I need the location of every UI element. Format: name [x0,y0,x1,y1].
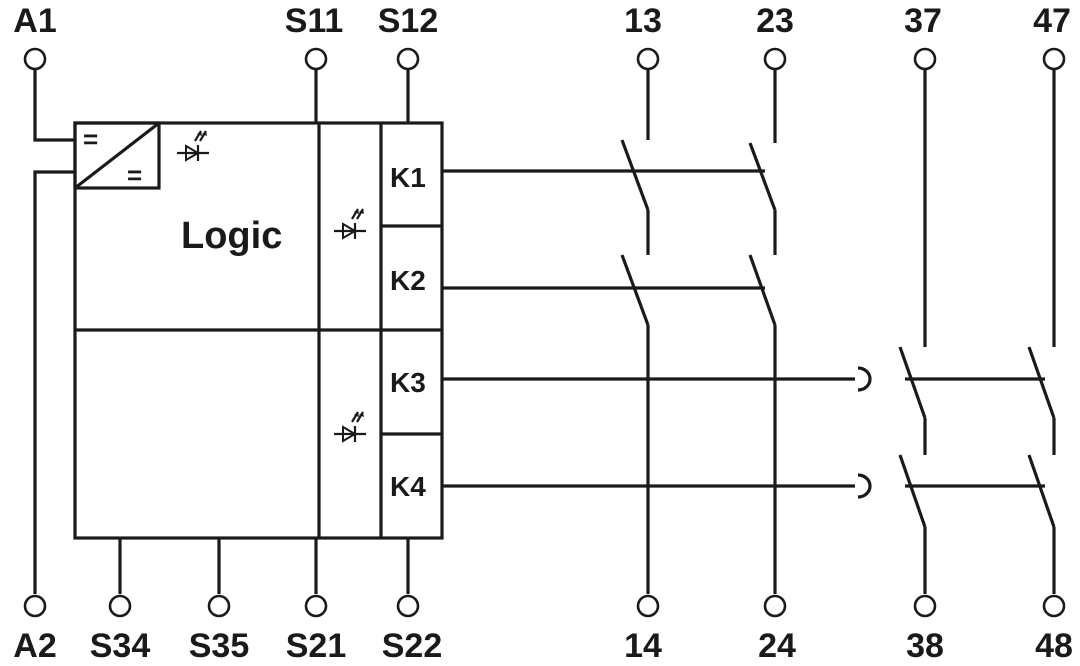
terminal-icon [1042,594,1066,618]
converter-input-symbol: = [83,124,98,154]
terminal-label: 48 [1035,627,1073,665]
terminal-icon [304,47,328,71]
terminal-icon [304,594,328,618]
terminal-icon [763,594,787,618]
terminal-label: 47 [1033,2,1071,40]
terminal-S12: S12 [378,2,439,71]
terminal-13: 13 [624,2,662,71]
terminal-label: 13 [624,2,662,40]
terminal-48: 48 [1035,594,1073,665]
relay-k2-label: K2 [390,265,426,296]
terminal-icon [763,47,787,71]
terminal-icon [636,594,660,618]
terminal-icon [108,594,132,618]
terminal-label: S11 [285,2,344,40]
terminal-S35: S35 [189,594,250,665]
terminal-label: 14 [624,627,662,665]
terminal-icon [913,594,937,618]
relay-k1-label: K1 [390,162,426,193]
dc-dc-converter-icon: = = [73,121,161,190]
terminal-icon [1042,47,1066,71]
relay-k3-label: K3 [390,367,426,398]
terminal-14: 14 [624,594,662,665]
module-outline [73,121,444,540]
terminal-A2: A2 [13,594,57,665]
terminal-38: 38 [906,594,944,665]
terminal-S11: S11 [285,2,344,71]
terminal-label: A2 [13,627,56,665]
contact-path-13-14 [620,69,650,594]
terminal-icon [636,47,660,71]
terminal-47: 47 [1033,2,1071,71]
terminal-37: 37 [904,2,942,71]
terminal-icon [207,594,231,618]
terminal-icon [396,47,420,71]
terminal-label: S34 [90,627,151,665]
terminal-label: 24 [758,627,796,665]
terminal-label: 37 [904,2,942,40]
contact-path-47-48 [1027,69,1056,594]
logic-label: Logic [181,215,282,257]
relay-linkages [442,169,1045,488]
terminal-label: S35 [189,627,250,665]
terminal-A1: A1 [13,2,57,71]
terminal-label: S12 [378,2,439,40]
terminal-23: 23 [756,2,794,71]
terminal-icon [23,594,47,618]
terminal-label: S22 [382,627,443,665]
contact-path-23-24 [748,69,777,594]
terminal-S21: S21 [286,594,347,665]
led-icon [332,410,368,444]
delay-icon [857,473,872,499]
terminal-icon [396,594,420,618]
supply-wires [33,69,410,594]
terminal-label: 38 [906,627,944,665]
led-icon [175,129,211,163]
terminal-label: S21 [286,627,347,665]
terminal-icon [23,47,47,71]
terminal-label: 23 [756,2,794,40]
led-icon [332,207,368,241]
converter-output-symbol: = [127,160,142,190]
terminal-S34: S34 [90,594,151,665]
relay-k4-label: K4 [390,471,426,502]
contact-path-37-38 [898,69,927,594]
terminal-24: 24 [758,594,796,665]
terminal-label: A1 [13,2,56,40]
terminal-S22: S22 [382,594,443,665]
terminal-icon [913,47,937,71]
delay-icon [857,366,872,392]
